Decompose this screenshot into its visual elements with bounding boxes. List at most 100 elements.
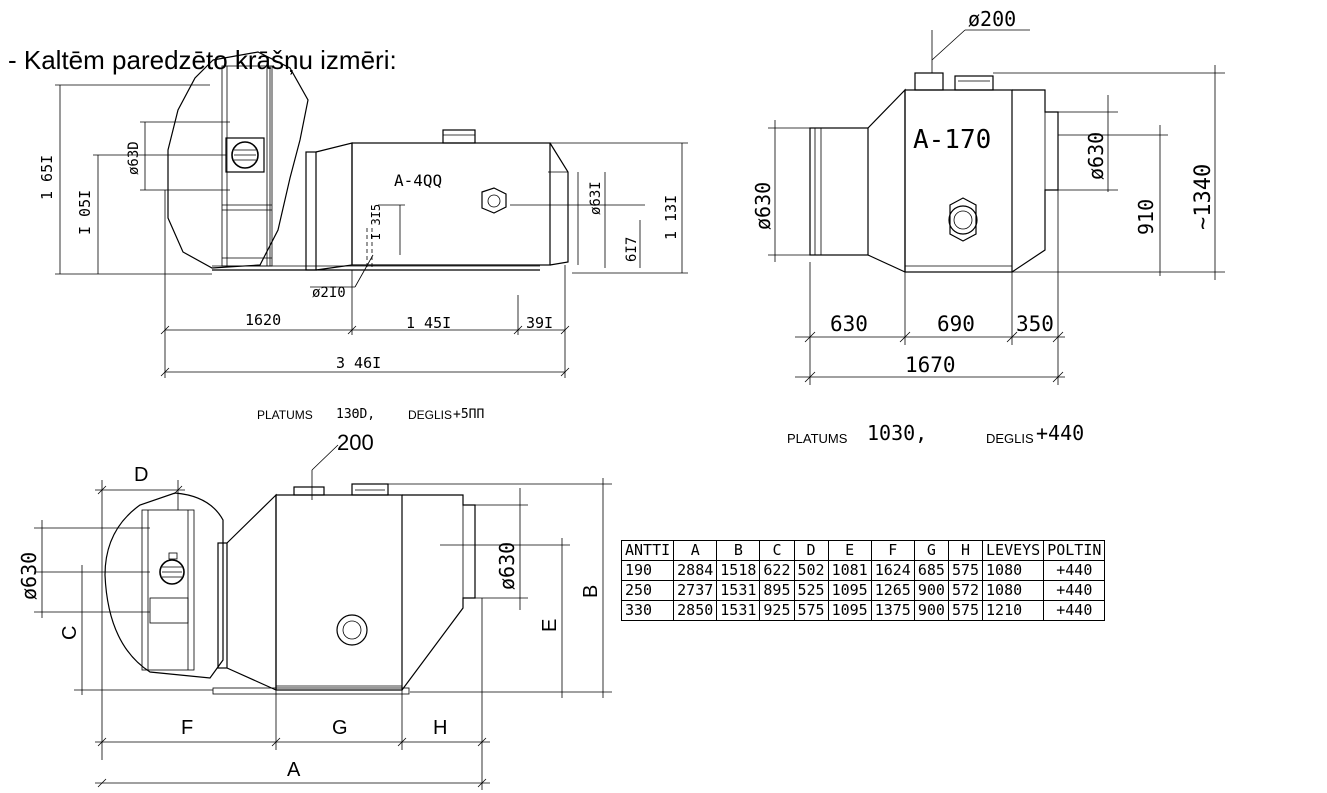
fan-housing <box>167 51 309 269</box>
flue-2 <box>914 72 944 91</box>
side-port <box>481 187 507 214</box>
table-header-cell: C <box>759 540 795 561</box>
table-cell: 1375 <box>870 600 915 621</box>
fan-frame-3 <box>141 509 195 671</box>
dim-flue: ø2I0 <box>312 285 346 301</box>
caption-width-value: 13ΘD, <box>336 407 375 422</box>
label-B: B <box>580 585 602 598</box>
dim-1340: ~1340 <box>1191 164 1216 230</box>
dim-overall-height: 1 65I <box>38 155 56 200</box>
dim-390: 39I <box>526 314 553 332</box>
flue-3 <box>293 486 325 496</box>
table-cell: 1624 <box>870 560 915 581</box>
dim-3460: 3 46I <box>336 354 381 372</box>
caption-width-label-2: PLATUMS <box>787 431 848 446</box>
furnace-body-2 <box>904 89 1013 273</box>
table-header-cell: ANTTI <box>620 540 675 561</box>
table-header-cell: D <box>793 540 829 561</box>
table-cell: 1095 <box>827 580 872 601</box>
hatch-2 <box>954 75 994 91</box>
dim-350: 350 <box>1016 312 1054 336</box>
model-label: A-4QQ <box>394 171 442 190</box>
table-header-cell: H <box>947 540 984 561</box>
table-cell: 250 <box>620 580 675 601</box>
duct-flange <box>305 151 317 271</box>
table-cell: 900 <box>913 580 949 601</box>
dim-1138: 1 13I <box>662 195 680 240</box>
dim-630: 630 <box>830 312 868 336</box>
table-header-cell: A <box>673 540 718 561</box>
table-cell: 1265 <box>870 580 915 601</box>
table-cell: 1081 <box>827 560 872 581</box>
dim-height-1050: I 05I <box>76 190 94 235</box>
flue-stub <box>442 129 476 144</box>
drawing-2-side-view: A-170 ø200 ø630 ø630 910 ~1340 <box>751 7 1225 446</box>
dim-1620: 1620 <box>245 311 281 329</box>
table-cell: 575 <box>947 600 984 621</box>
table-header-cell: LEVEYS <box>982 540 1045 561</box>
table-cell: 1518 <box>716 560 761 581</box>
dim-690: 690 <box>937 312 975 336</box>
table-cell: 2850 <box>673 600 718 621</box>
table-header-cell: E <box>827 540 872 561</box>
model-label-2: A-170 <box>913 125 991 155</box>
drawing-3-generic-view: 200 D ø630 C ø630 E B <box>17 430 612 790</box>
table-cell: 2884 <box>673 560 718 581</box>
table-cell: 190 <box>620 560 675 581</box>
dim-fan-diameter: ø63D <box>126 141 142 175</box>
table-cell: 2737 <box>673 580 718 601</box>
table-cell: +440 <box>1043 600 1106 621</box>
dim-outlet-diameter: ø630 <box>1084 132 1108 180</box>
dim-flue-2: ø200 <box>968 7 1016 31</box>
dim-607: 6I7 <box>624 237 640 262</box>
caption-burner-value-2: +440 <box>1036 421 1084 445</box>
dim-outlet-diameter-3: ø630 <box>495 542 519 590</box>
flue-label-3: 200 <box>337 430 374 455</box>
drawing-1-side-view: A-4QQ 1 65I I 05I ø63D ø63I 6I7 1 13I I … <box>38 51 688 422</box>
table-cell: 895 <box>759 580 795 601</box>
furnace-body-3 <box>275 494 403 691</box>
table-cell: 622 <box>759 560 795 581</box>
port-2 <box>949 197 977 242</box>
table-cell: +440 <box>1043 580 1106 601</box>
port-3 <box>336 614 368 646</box>
table-cell: 900 <box>913 600 949 621</box>
table-cell: 575 <box>947 560 984 581</box>
table-cell: 575 <box>793 600 829 621</box>
table-cell: 330 <box>620 600 675 621</box>
fan-housing-3 <box>104 492 224 679</box>
table-cell: 1080 <box>982 580 1045 601</box>
caption-width-value-2: 1030, <box>867 421 927 445</box>
table-header-cell: G <box>913 540 949 561</box>
dim-315: I 3I5 <box>369 204 383 240</box>
dim-pipe-diameter: ø63I <box>588 181 604 215</box>
table-cell: 1095 <box>827 600 872 621</box>
label-D: D <box>134 464 148 486</box>
table-cell: +440 <box>1043 560 1106 581</box>
table-header-cell: B <box>716 540 761 561</box>
dim-1670: 1670 <box>905 353 956 377</box>
dim-910: 910 <box>1134 199 1158 235</box>
dim-fan-diameter-3: ø630 <box>17 552 41 600</box>
dim-inlet-diameter: ø630 <box>751 182 775 230</box>
label-H: H <box>433 717 447 739</box>
table-cell: 685 <box>913 560 949 581</box>
caption-width-label: PLATUMS <box>257 408 313 422</box>
label-A: A <box>287 759 301 781</box>
label-C: C <box>59 626 81 640</box>
label-E: E <box>539 619 561 632</box>
label-F: F <box>181 717 193 739</box>
inlet-pipe <box>809 127 869 256</box>
dim-1450: 1 45I <box>406 314 451 332</box>
table-cell: 925 <box>759 600 795 621</box>
motor-shaft-3 <box>159 559 185 585</box>
table-header-cell: F <box>870 540 915 561</box>
table-cell: 525 <box>793 580 829 601</box>
label-G: G <box>332 717 348 739</box>
